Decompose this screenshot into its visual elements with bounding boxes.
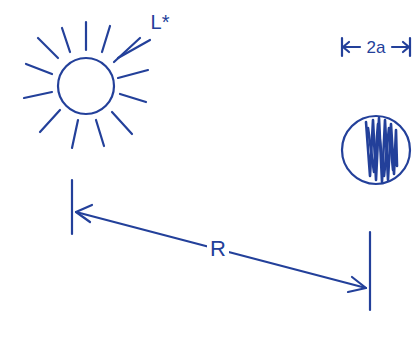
dimension-label: 2a xyxy=(364,38,389,57)
arrowhead xyxy=(76,205,92,222)
planet-hatching xyxy=(366,118,397,182)
distance-label: R xyxy=(207,237,229,261)
sun-rays xyxy=(24,22,150,148)
marker-line xyxy=(369,232,371,310)
planet-disc xyxy=(342,116,410,184)
arrowhead xyxy=(403,42,409,52)
luminosity-label: L* xyxy=(148,11,173,33)
arrowhead xyxy=(343,42,349,52)
marker-line xyxy=(71,180,73,234)
distance-arrow xyxy=(76,212,366,288)
sun-disc xyxy=(58,58,114,114)
arrowhead xyxy=(348,277,366,292)
planet-hatching xyxy=(368,124,393,176)
